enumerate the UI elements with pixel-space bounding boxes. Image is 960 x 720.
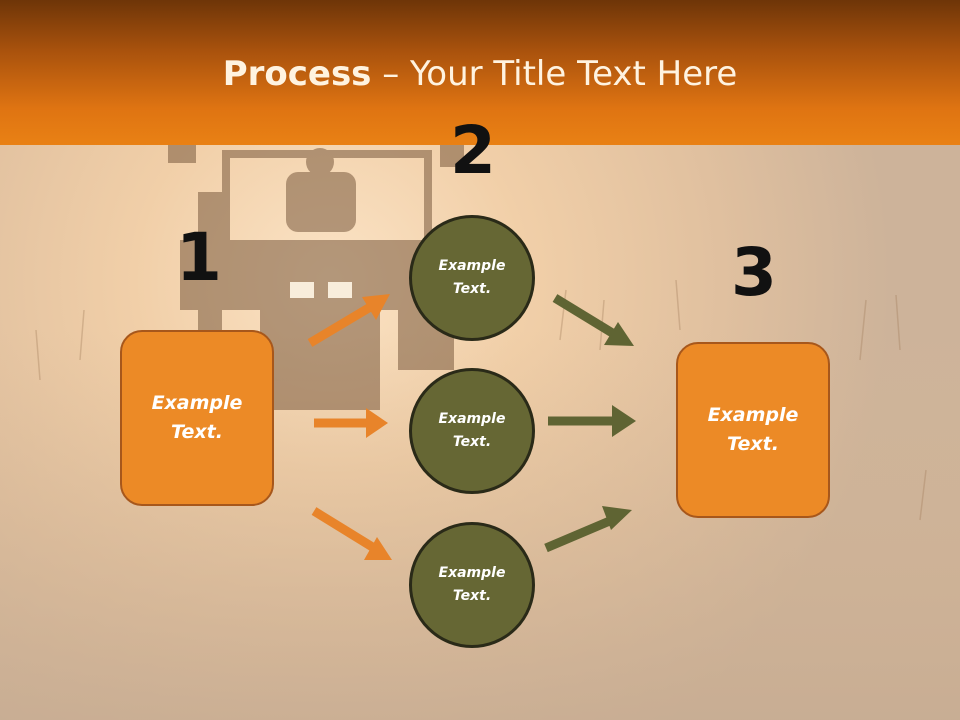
step-1-label: Example Text. [151,392,243,443]
step-3-label: Example Text. [707,404,799,455]
step-1-box: Example Text. [120,330,274,506]
arrow-top-to-3 [552,294,634,346]
circle-middle-label: Example Text. [438,411,506,450]
title-rest: – Your Title Text Here [371,54,738,94]
step-number-3: 3 [731,234,777,311]
step-number-2: 2 [450,112,496,189]
step-number-1: 1 [176,219,222,296]
circle-bottom-label: Example Text. [438,565,506,604]
title-bold: Process [222,54,372,94]
step-2-circle-top: Example Text. [409,215,535,341]
title-bar [0,0,960,145]
step-3-box: Example Text. [676,342,830,518]
arrow-middle-to-3 [548,405,636,437]
arrow-1-to-top [307,294,390,347]
circle-top-label: Example Text. [438,258,506,297]
arrow-bottom-to-3 [544,506,632,553]
slide-title: Process – Your Title Text Here [0,52,960,96]
step-2-circle-bottom: Example Text. [409,522,535,648]
arrow-1-to-bottom [311,507,392,560]
step-2-circle-middle: Example Text. [409,368,535,494]
arrow-1-to-middle [314,408,388,438]
